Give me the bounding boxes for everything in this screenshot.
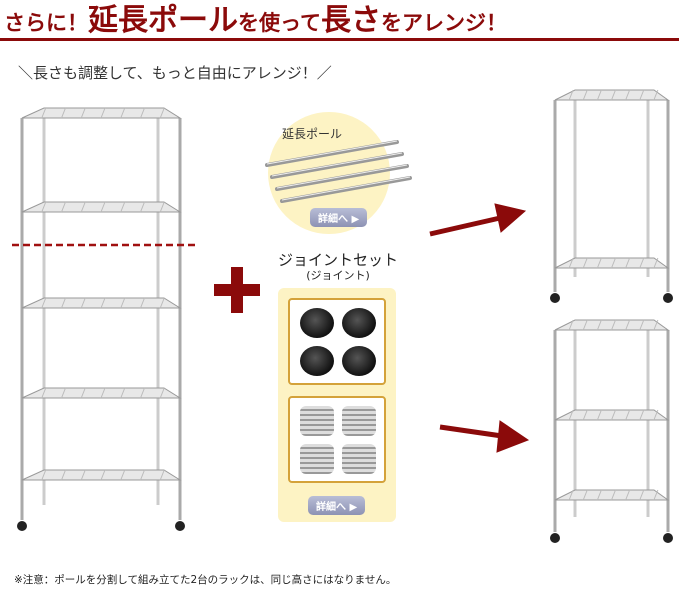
title-part: を使って: [238, 11, 321, 35]
joint-set-subtitle: (ジョイント): [306, 269, 370, 282]
header-divider: [0, 38, 679, 41]
joint-set-title: ジョイントセット: [277, 251, 398, 269]
joint-set-panel: 詳細へ ▶: [278, 288, 396, 522]
metal-joints-image: [288, 396, 386, 483]
pole-details-button[interactable]: 詳細へ ▶: [310, 208, 368, 227]
extension-poles-image: [265, 140, 412, 203]
black-joints-image: [288, 298, 386, 385]
title-part: をアレンジ！: [380, 11, 507, 35]
title-part: 長さ: [320, 3, 381, 38]
extension-pole-label: 延長ポール: [282, 127, 343, 141]
joint-details-button[interactable]: 詳細へ ▶: [308, 496, 366, 515]
page-title: さらに！延長ポールを使って長さをアレンジ！: [4, 4, 507, 42]
footnote: ※注意：ポールを分割して組み立てた2台のラックは、同じ高さにはなりません。: [14, 574, 397, 586]
title-part: 延長ポール: [88, 3, 238, 38]
title-part: さらに！: [4, 11, 88, 35]
plus-icon: [214, 267, 260, 313]
subtitle: ＼長さも調整して、もっと自由にアレンジ！／: [18, 64, 332, 82]
